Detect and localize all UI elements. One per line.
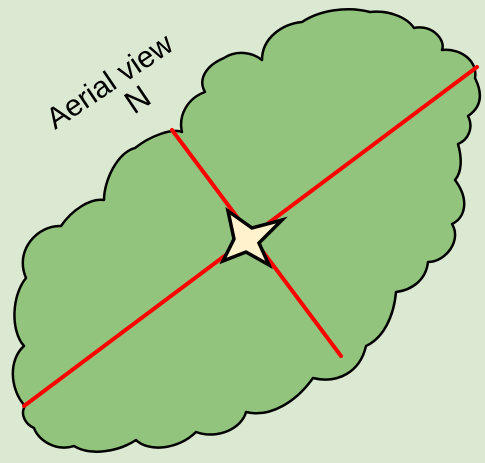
aerial-view-diagram: Aerial view N	[0, 0, 485, 463]
diagram-canvas: Aerial view N	[0, 0, 485, 463]
